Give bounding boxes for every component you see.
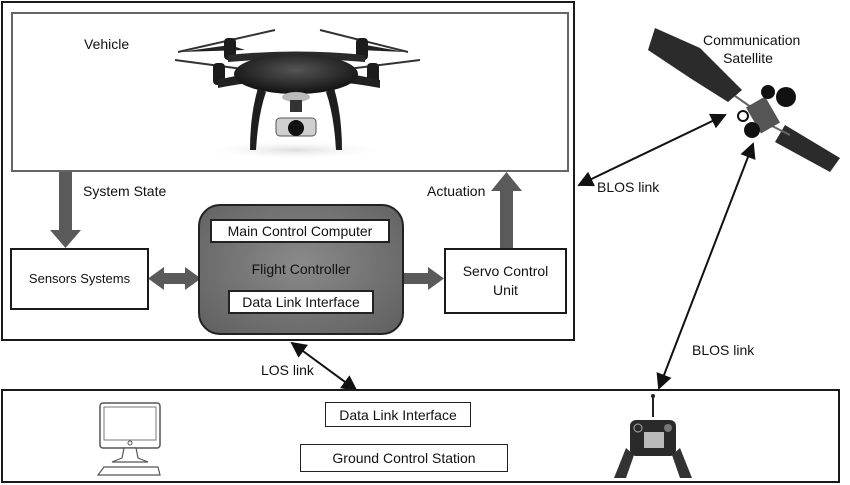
fc-data-link-interface-label: Data Link Interface [242, 294, 360, 310]
blos-link-upper-label: BLOS link [597, 179, 660, 195]
vehicle-label: Vehicle [84, 36, 130, 52]
blos-link-vehicle-satellite [577, 113, 727, 187]
gcs-data-link-interface-label: Data Link Interface [339, 406, 457, 423]
flight-controller-label: Flight Controller [251, 261, 351, 277]
gcs-data-link-interface-box: Data Link Interface [325, 402, 471, 427]
ground-control-station-frame [1, 389, 840, 483]
servo-label-line2: Unit [493, 282, 518, 298]
system-state-label: System State [83, 183, 167, 199]
sensors-systems-box: Sensors Systems [10, 248, 149, 310]
uav-system-frame [1, 1, 575, 341]
main-control-computer-label: Main Control Computer [227, 223, 373, 239]
los-link-label: LOS link [261, 362, 314, 378]
actuation-label: Actuation [427, 183, 486, 199]
satellite-label-line2: Satellite [723, 50, 773, 66]
fc-data-link-interface-box: Data Link Interface [228, 290, 374, 314]
sensors-systems-label: Sensors Systems [28, 271, 131, 287]
satellite-label: Communication Satellite [703, 31, 801, 67]
main-control-computer-box: Main Control Computer [210, 219, 390, 243]
satellite-label-line1: Communication [703, 32, 801, 48]
servo-label-line1: Servo Control [462, 263, 549, 280]
ground-control-station-label: Ground Control Station [332, 450, 476, 466]
ground-control-station-box: Ground Control Station [300, 444, 508, 472]
blos-link-lower-label: BLOS link [692, 342, 755, 358]
servo-control-unit-box: Servo Control Unit [444, 248, 567, 314]
